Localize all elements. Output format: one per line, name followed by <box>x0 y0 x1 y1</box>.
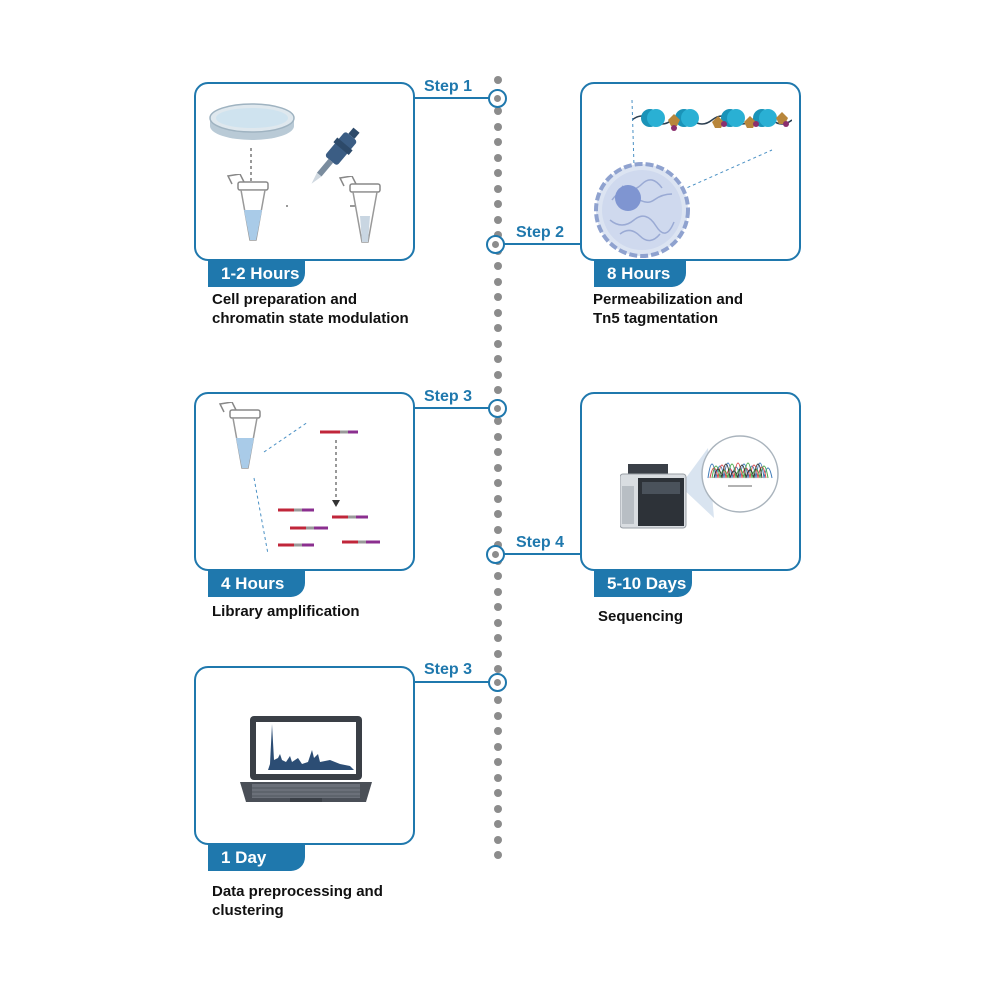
timeline-dot <box>494 340 502 348</box>
timeline-dot <box>494 107 502 115</box>
step-5-card <box>194 666 415 845</box>
timeline-dot <box>494 588 502 596</box>
step-3-card <box>194 392 415 571</box>
timeline-dot <box>494 495 502 503</box>
step-3-node <box>488 399 507 418</box>
timeline-dot <box>494 448 502 456</box>
step-2-duration-badge: 8 Hours <box>594 260 686 287</box>
step-2-description-line: Tn5 tagmentation <box>593 310 719 327</box>
step-4-description: Sequencing <box>598 607 683 626</box>
timeline-dot <box>494 572 502 580</box>
timeline-dot <box>494 355 502 363</box>
timeline-dot <box>494 386 502 394</box>
step-5-label: Step 3 <box>424 661 473 678</box>
step-5-connector <box>413 681 498 683</box>
petri-dish-icon <box>209 103 295 140</box>
timeline-dot <box>494 510 502 518</box>
timeline-dot <box>494 665 502 673</box>
timeline-dot <box>494 185 502 193</box>
timeline-dot <box>494 464 502 472</box>
timeline-dot <box>494 76 502 84</box>
step-2-description-line: Permeabilization and <box>593 291 744 308</box>
timeline-dot <box>494 479 502 487</box>
step-2-description: Permeabilization and Tn5 tagmentation <box>593 290 743 328</box>
step-1-description: Cell preparation and chromatin state mod… <box>212 290 409 328</box>
microtube-icon <box>218 402 261 469</box>
step-4-card <box>580 392 801 571</box>
step-4-label: Step 4 <box>516 534 565 551</box>
dna-fragment-icon <box>278 430 380 547</box>
timeline-dot <box>494 619 502 627</box>
step-5-duration-badge: 1 Day <box>208 844 305 871</box>
timeline-dot <box>494 154 502 162</box>
timeline-dot <box>494 138 502 146</box>
timeline-dot <box>494 805 502 813</box>
step-1-description-line: chromatin state modulation <box>212 310 409 327</box>
zoom-lines <box>253 421 340 555</box>
timeline-dot <box>494 169 502 177</box>
timeline-dot <box>494 293 502 301</box>
step-1-node <box>488 89 507 108</box>
step-2-connector <box>496 243 582 245</box>
timeline-dot <box>494 634 502 642</box>
step-1-label: Step 1 <box>424 78 473 95</box>
laptop-icon <box>240 716 372 802</box>
timeline-dot <box>494 727 502 735</box>
step-1-duration-badge: 1-2 Hours <box>208 260 305 287</box>
microtube-icon <box>338 176 381 243</box>
timeline-dot <box>494 123 502 131</box>
step-4-description-line: Sequencing <box>598 608 684 625</box>
cell-nucleus-icon <box>594 162 690 258</box>
step-5-description-line: Data preprocessing and <box>212 883 383 900</box>
timeline-dot <box>494 696 502 704</box>
timeline-dot <box>494 743 502 751</box>
step-2-card <box>580 82 801 261</box>
timeline-dot <box>494 774 502 782</box>
timeline-dot <box>494 851 502 859</box>
timeline-dot <box>494 262 502 270</box>
step-4-connector <box>496 553 582 555</box>
timeline-dot <box>494 712 502 720</box>
nucleosome-icon <box>632 109 792 131</box>
timeline-dot <box>494 216 502 224</box>
timeline-dot <box>494 820 502 828</box>
timeline-dot <box>494 836 502 844</box>
timeline-dot <box>494 789 502 797</box>
step-1-card <box>194 82 415 261</box>
chromatogram-icon <box>701 435 779 513</box>
timeline-dot <box>494 309 502 317</box>
microtube-icon <box>226 174 269 241</box>
sequencer-icon <box>620 464 687 529</box>
step-1-description-line: Cell preparation and <box>212 291 358 308</box>
step-3-description-line: Library amplification <box>212 603 360 620</box>
step-1-connector <box>413 97 498 99</box>
step-4-node <box>486 545 505 564</box>
step-4-duration-badge: 5-10 Days <box>594 570 692 597</box>
step-5-description: Data preprocessing and clustering <box>212 882 383 920</box>
step-2-label: Step 2 <box>516 224 565 241</box>
pipette-icon <box>311 127 360 184</box>
timeline-dot <box>494 417 502 425</box>
timeline-dot <box>494 324 502 332</box>
timeline-dot <box>494 758 502 766</box>
step-2-node <box>486 235 505 254</box>
step-3-label: Step 3 <box>424 388 473 405</box>
step-5-description-line: clustering <box>212 902 284 919</box>
timeline-dot <box>494 433 502 441</box>
timeline-dot <box>494 200 502 208</box>
step-3-duration-badge: 4 Hours <box>208 570 305 597</box>
zoom-lines <box>631 99 773 191</box>
step-5-node <box>488 673 507 692</box>
timeline-dot <box>494 278 502 286</box>
timeline-dot <box>494 526 502 534</box>
timeline-dot <box>494 603 502 611</box>
timeline-dot <box>494 371 502 379</box>
step-3-connector <box>413 407 498 409</box>
step-3-description: Library amplification <box>212 602 360 621</box>
timeline-dot <box>494 650 502 658</box>
